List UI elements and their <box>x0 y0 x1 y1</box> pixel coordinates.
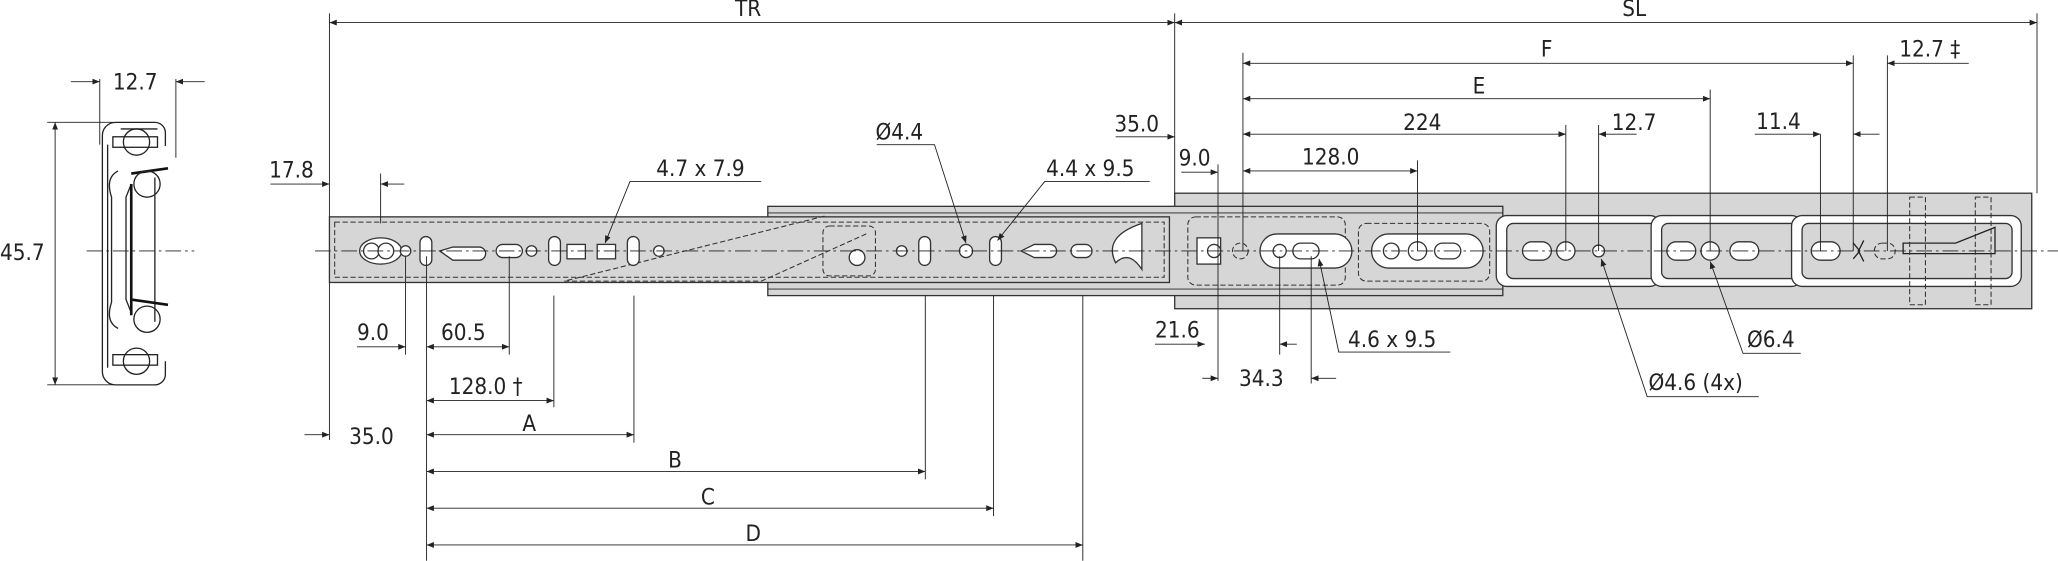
dim-e-label: E <box>1473 73 1486 99</box>
outer-dim-9-label: 9.0 <box>1179 146 1211 172</box>
height-label: 45.7 <box>0 240 45 266</box>
dim-34-3-label: 34.3 <box>1239 366 1284 392</box>
dim-12-7-rear-label: 12.7 ‡ <box>1899 37 1960 63</box>
dim-35-label: 35.0 <box>349 424 394 450</box>
hole-rect-label: 4.7 x 7.9 <box>656 156 744 182</box>
dim-c-label: C <box>701 484 715 510</box>
dim-a-label: A <box>522 411 536 437</box>
outer-dim-128-label: 128.0 <box>1302 144 1359 170</box>
front-offset-label: 17.8 <box>269 157 314 183</box>
dim-11-4-label: 11.4 <box>1756 109 1801 135</box>
dim-b-label: B <box>668 448 682 474</box>
dim-9-label: 9.0 <box>357 320 389 346</box>
dim-f-label: F <box>1541 37 1553 63</box>
hole-dia-label: Ø4.4 <box>875 119 923 145</box>
dim-60-label: 60.5 <box>441 320 486 346</box>
outer-member-dimensions: 35.0 9.0 128.0 224 12.7 E F 12.7 ‡ 11.4 … <box>1114 37 1969 398</box>
outer-slot-label: 4.6 x 9.5 <box>1348 327 1436 353</box>
inner-member-dimensions: 17.8 9.0 60.5 128.0 † 35.0 A B C D 4.7 x… <box>269 119 1150 561</box>
dim-224-label: 224 <box>1403 110 1441 136</box>
overall-dimensions: TR SL <box>328 0 2038 217</box>
dim-d-label: D <box>746 521 761 547</box>
dim-128-label: 128.0 † <box>449 374 523 400</box>
travel-label: TR <box>734 0 761 22</box>
cross-section-view: 45.7 12.7 <box>0 70 205 386</box>
hole-large-label: Ø6.4 <box>1747 327 1795 353</box>
dim-21-6-label: 21.6 <box>1155 318 1200 344</box>
outer-dim-35-label: 35.0 <box>1114 112 1159 138</box>
slot-label: 4.4 x 9.5 <box>1046 156 1134 182</box>
slide-length-label: SL <box>1622 0 1647 22</box>
hole-small-label: Ø4.6 (4x) <box>1649 370 1743 396</box>
dim-12-7-label: 12.7 <box>1612 110 1657 136</box>
width-label: 12.7 <box>113 70 158 96</box>
slide-rails <box>315 192 2058 310</box>
